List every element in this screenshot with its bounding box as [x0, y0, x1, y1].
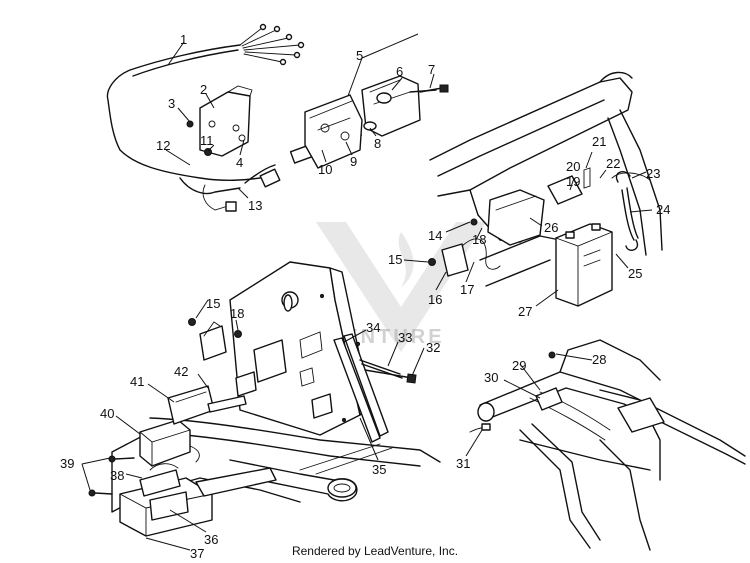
callout-18: 18	[472, 232, 486, 247]
callout-32: 32	[426, 340, 440, 355]
flasher-relay	[188, 318, 242, 361]
callout-3: 3	[168, 96, 175, 111]
callout-16: 16	[428, 292, 442, 307]
callout-5: 5	[356, 48, 363, 63]
starter-relay	[428, 218, 501, 277]
callout-37: 37	[190, 546, 204, 561]
callout-34: 34	[366, 320, 380, 335]
support-bars	[333, 333, 403, 443]
callout-40: 40	[100, 406, 114, 421]
callout-27: 27	[518, 304, 532, 319]
callout-20: 20	[566, 159, 580, 174]
callout-28: 28	[592, 352, 606, 367]
callout-41: 41	[130, 374, 144, 389]
callout-15: 15	[388, 252, 402, 267]
wiring-harness	[106, 23, 305, 212]
callout-35: 35	[372, 462, 386, 477]
callout-7: 7	[428, 62, 435, 77]
leader-lines	[81, 33, 653, 551]
callout-19: 19	[566, 174, 580, 189]
callout-2: 2	[200, 82, 207, 97]
callout-10: 10	[318, 162, 332, 177]
callout-11: 11	[200, 133, 214, 148]
battery	[555, 223, 613, 307]
mounting-bracket	[199, 85, 253, 157]
callout-15-lower: 15	[206, 296, 220, 311]
callout-17: 17	[460, 282, 474, 297]
rear-light-and-reflector	[139, 385, 247, 497]
callout-6: 6	[396, 64, 403, 79]
callout-21: 21	[592, 134, 606, 149]
callout-39: 39	[60, 456, 74, 471]
callout-22: 22	[606, 156, 620, 171]
callout-24: 24	[656, 202, 670, 217]
callout-23: 23	[646, 166, 660, 181]
callout-4: 4	[236, 155, 243, 170]
callout-18-lower: 18	[230, 306, 244, 321]
callout-38: 38	[110, 468, 124, 483]
callout-31: 31	[456, 456, 470, 471]
callout-36: 36	[204, 532, 218, 547]
callout-26: 26	[544, 220, 558, 235]
callout-13: 13	[248, 198, 262, 213]
callout-1: 1	[180, 32, 187, 47]
taillight-assembly	[304, 75, 449, 169]
callout-8: 8	[374, 136, 381, 151]
callout-33: 33	[398, 330, 412, 345]
callout-14: 14	[428, 228, 442, 243]
battery-strap	[547, 167, 651, 251]
credit-line: Rendered by LeadVenture, Inc.	[291, 544, 459, 558]
callout-29: 29	[512, 358, 526, 373]
lower-right-frame	[469, 339, 746, 551]
callout-labels: 1 2 3 4 5 6 7 8 9 10 11 12 13 14 15 16 1…	[60, 32, 670, 561]
callout-25: 25	[628, 266, 642, 281]
callout-30: 30	[484, 370, 498, 385]
callout-42: 42	[174, 364, 188, 379]
callout-12: 12	[156, 138, 170, 153]
callout-9: 9	[350, 154, 357, 169]
bolts	[88, 89, 437, 497]
